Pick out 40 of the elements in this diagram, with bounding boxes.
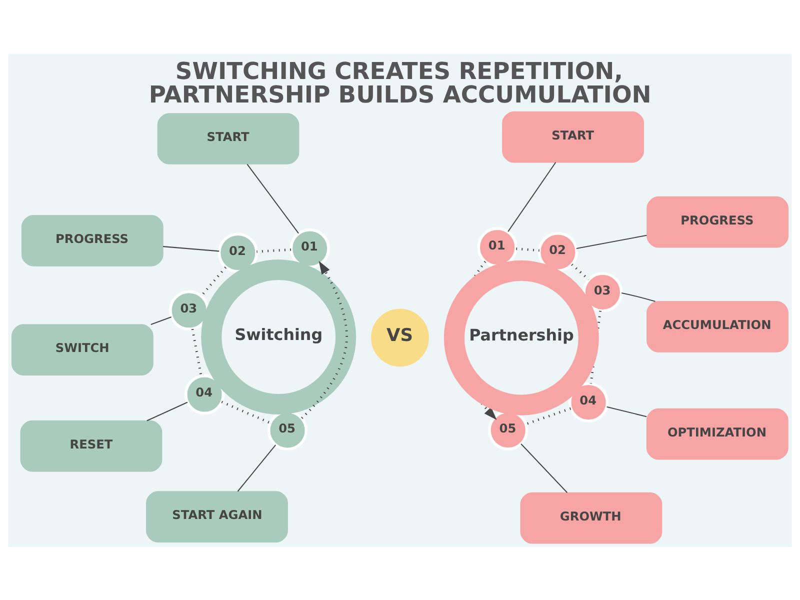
node-box: RESET <box>20 420 162 472</box>
connector <box>246 163 299 234</box>
connector <box>606 406 647 417</box>
connector <box>237 444 276 492</box>
connector <box>162 246 220 252</box>
node-circle: 05 <box>488 410 528 450</box>
node-box: ACCUMULATION <box>646 300 788 352</box>
node-circle: 02 <box>218 232 258 272</box>
connector <box>520 443 568 493</box>
connector <box>526 406 572 425</box>
connector <box>200 266 227 296</box>
node-circle: 02 <box>538 231 578 272</box>
node-box: START AGAIN <box>146 490 288 542</box>
node-circle: VS <box>371 308 429 366</box>
arrow <box>301 260 348 418</box>
connector <box>146 401 188 421</box>
connector <box>221 400 271 424</box>
connector <box>571 263 590 280</box>
diagram-title: SWITCHING CREATES REPETITION, PARTNERSHIP BUILDS ACCUMULATION <box>148 56 652 108</box>
node-box: START <box>157 112 300 164</box>
connector <box>508 162 556 232</box>
connector <box>621 292 656 302</box>
connector <box>576 234 647 249</box>
connector <box>516 247 540 252</box>
node-circle: 03 <box>169 290 210 330</box>
node-circle: 03 <box>582 272 623 312</box>
node-box: PROGRESS <box>646 196 789 248</box>
connector <box>191 328 202 376</box>
node-circle: 04 <box>184 374 225 414</box>
node-circle: 01 <box>290 228 330 268</box>
node-box: OPTIMIZATION <box>646 408 788 460</box>
connector <box>150 316 172 324</box>
node-circle: 05 <box>267 410 308 450</box>
connector <box>256 248 291 252</box>
node-circle: 04 <box>568 382 609 422</box>
node-box: PROGRESS <box>21 214 164 266</box>
node-box: START <box>502 110 644 162</box>
node-box: SWITCH <box>11 324 154 375</box>
node-circle: 01 <box>477 226 518 267</box>
node-box: GROWTH <box>520 492 662 544</box>
